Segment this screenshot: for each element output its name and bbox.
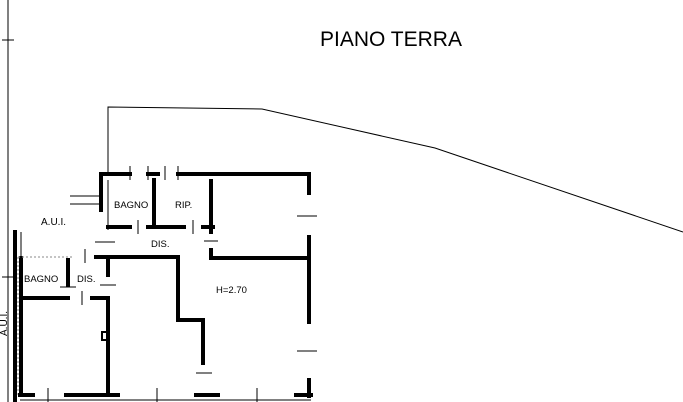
ceiling-height-label: H=2.70 [216, 285, 247, 296]
room-label-aui-side: A.U.I. [0, 311, 10, 336]
walls [13, 172, 313, 402]
plot-boundary [107, 106, 683, 233]
room-label-rip: RIP. [175, 200, 192, 211]
room-label-dis-left: DIS. [77, 274, 95, 285]
page-title: PIANO TERRA [320, 28, 462, 51]
room-label-bagno-left: BAGNO [24, 274, 58, 285]
room-label-bagno: BAGNO [114, 200, 148, 211]
room-label-aui: A.U.I. [41, 217, 66, 228]
opening-marks [47, 166, 317, 402]
room-label-dis: DIS. [151, 239, 169, 250]
reference-rule [2, 0, 14, 402]
